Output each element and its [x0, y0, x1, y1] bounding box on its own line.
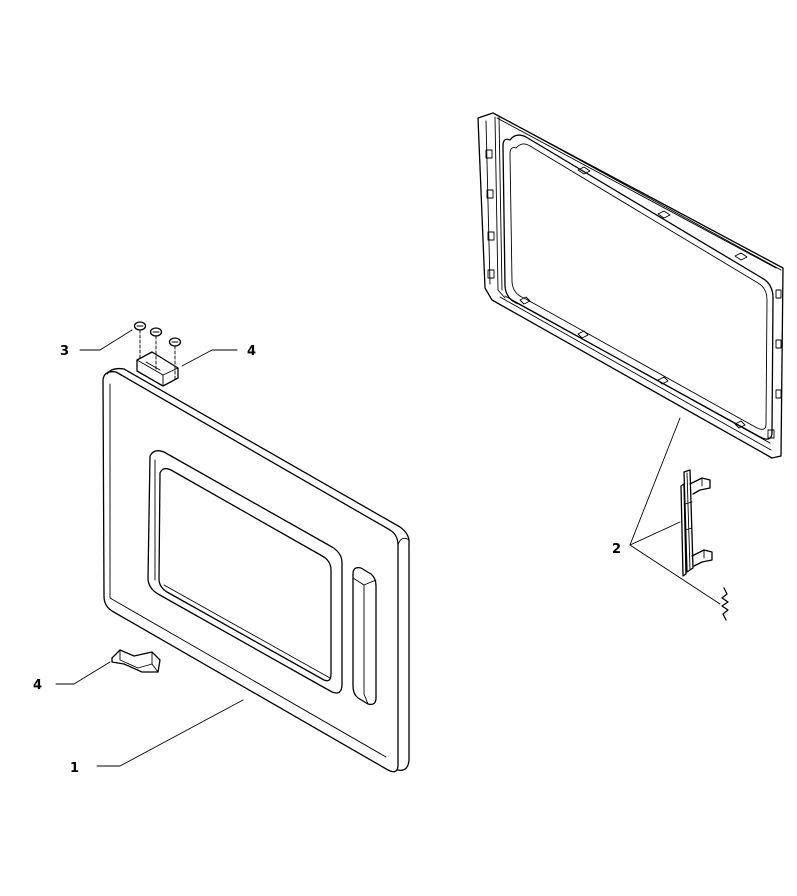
callout-label-4-upper: 4: [247, 344, 256, 359]
door-panel: [102, 367, 410, 773]
screws: [133, 321, 182, 381]
latch-assembly: [680, 469, 729, 621]
door-inner-frame: [477, 112, 784, 459]
leader-lines: [55, 329, 721, 767]
callout-label-3: 3: [60, 344, 69, 359]
lower-hinge-bracket: [111, 649, 161, 673]
callout-label-1: 1: [70, 761, 79, 776]
callout-label-4-lower: 4: [33, 678, 42, 693]
callout-label-2: 2: [612, 542, 621, 557]
upper-hinge-bracket: [136, 351, 179, 387]
